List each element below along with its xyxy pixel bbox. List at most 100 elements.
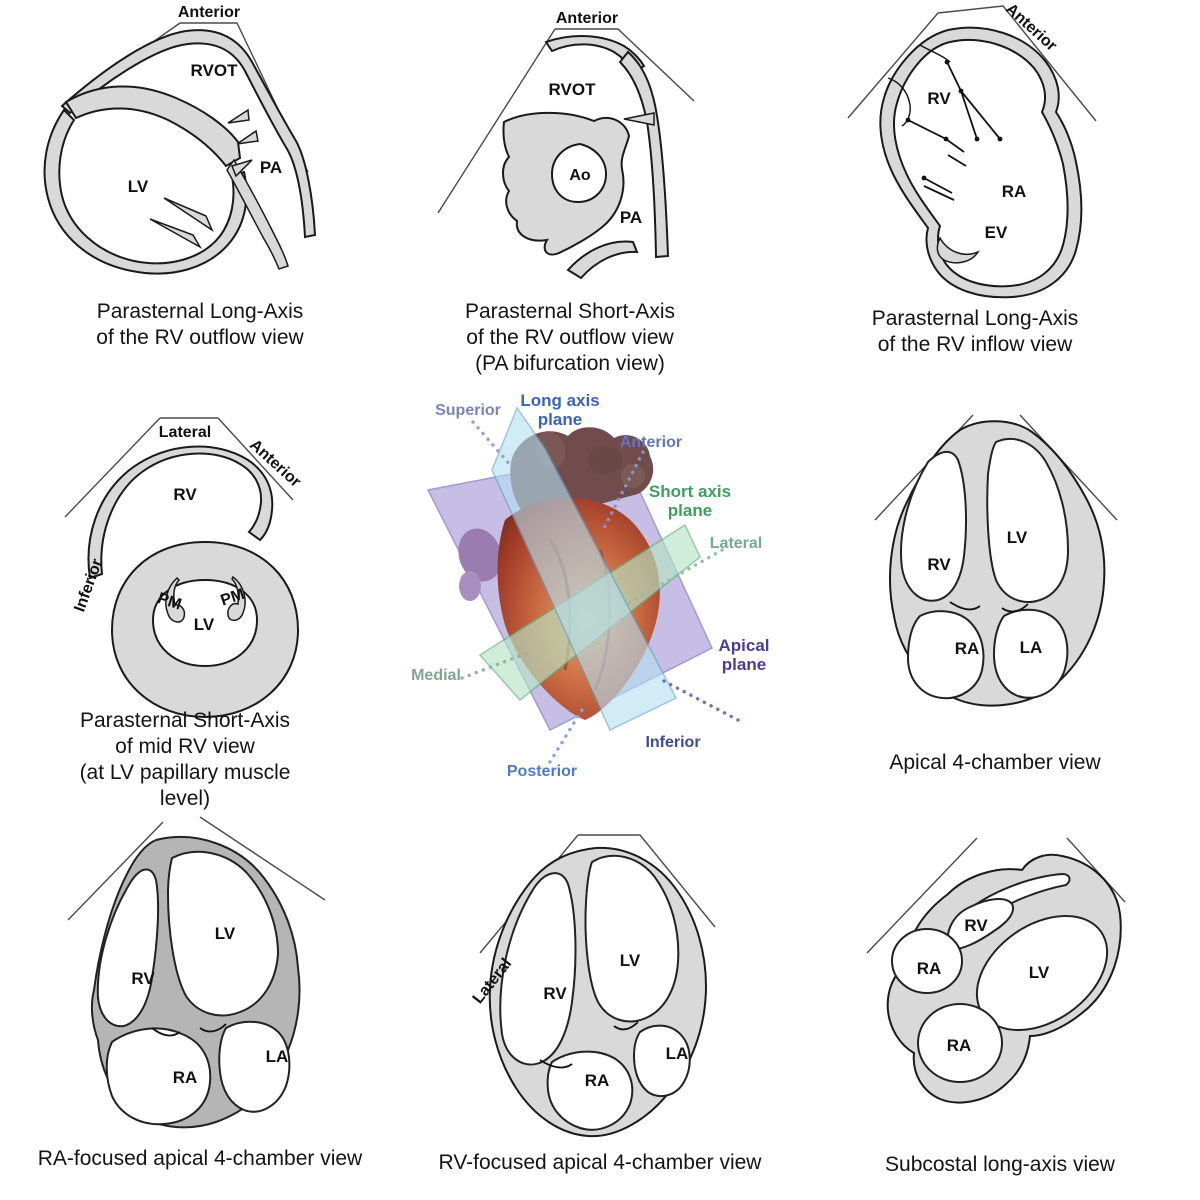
caption-apical-4ch: Apical 4-chamber view: [800, 750, 1190, 776]
axis-dotted-lines: [460, 420, 740, 764]
panel-heart-planes-3d: Superior Long axis plane Anterior Short …: [411, 391, 769, 780]
tricuspid-valve: [949, 601, 981, 611]
rv-cavity: [900, 451, 967, 602]
caption-subcostal-lax: Subcostal long-axis view: [800, 1152, 1200, 1178]
la-cavity: [632, 1024, 691, 1098]
chamber-label-pa: PA: [260, 158, 282, 177]
pa-inner-wall: [226, 158, 289, 270]
mitral-valve: [199, 1023, 227, 1033]
caption-line: RA-focused apical 4-chamber view: [37, 1147, 363, 1170]
tricuspid-valve: [151, 1027, 181, 1037]
label-pm-left: PM: [155, 590, 183, 614]
tricuspid-nodes: [905, 59, 1003, 181]
chamber-label-rvot: RVOT: [191, 61, 239, 80]
chamber-label-ra-upper: RA: [917, 959, 942, 978]
chamber-label-pa: PA: [620, 208, 642, 227]
caption-line: Parasternal Short-Axis: [464, 300, 676, 323]
rv-cavity: [499, 872, 577, 1066]
rv-anterior-wall: [60, 29, 317, 239]
rv-ra-outer-wall: [879, 26, 1083, 299]
caption-line: level): [159, 787, 211, 810]
la-cavity: [218, 1020, 291, 1113]
plane-label-long-axis-1: Long axis: [520, 391, 599, 410]
long-axis-plane: [491, 406, 678, 732]
orientation-label-lateral: Lateral: [159, 424, 211, 441]
sector-line: [160, 417, 294, 501]
la-cavity: [992, 608, 1069, 699]
plane-label-apical-1: Apical: [718, 636, 769, 655]
mitral-valve: [1001, 603, 1029, 613]
pa-bifurcation-branch: [566, 240, 639, 280]
lv-cavity: [166, 850, 280, 1017]
lv-outer-wall: [43, 108, 248, 275]
label-pm-right: PM: [219, 586, 247, 610]
tricuspid-valve: [539, 1059, 573, 1069]
septum-band: [64, 85, 242, 168]
direction-label-lateral: Lateral: [710, 535, 762, 552]
sector-line: [64, 417, 161, 518]
direction-label-medial: Medial: [411, 667, 461, 684]
orientation-label: Anterior: [178, 4, 240, 21]
sector-line: [937, 5, 1097, 122]
rv-free-wall-band: [618, 50, 670, 259]
pulmonic-valve-leaflet: [236, 129, 259, 145]
sector-line: [1019, 414, 1118, 521]
caption-line: (PA bifurcation view): [475, 352, 665, 375]
lv-cavity: [986, 437, 1070, 603]
chamber-label-ra-lower: RA: [947, 1036, 972, 1055]
caption-line: Parasternal Long-Axis: [96, 300, 304, 323]
caption-line: of mid RV view: [115, 735, 255, 758]
chamber-label-rv: RV: [131, 969, 155, 988]
panel-ra-focused-4ch: RV LV RA LA: [67, 816, 326, 1129]
chamber-label-ra: RA: [1002, 182, 1027, 201]
ra-cavity: [105, 1027, 212, 1126]
caption-line: of the RV outflow view: [96, 326, 304, 349]
mitral-valve: [613, 1021, 639, 1031]
panel-psax-mid-rv: Lateral Anterior Inferior RV PM PM LV: [64, 417, 304, 719]
chamber-label-rv: RV: [173, 485, 197, 504]
caption-line: Parasternal Long-Axis: [871, 307, 1079, 330]
sector-line: [199, 816, 326, 901]
rv-free-wall-band: [87, 445, 274, 580]
caption-line: Apical 4-chamber view: [889, 751, 1101, 774]
plane-label-short-axis-2: plane: [668, 501, 712, 520]
chamber-label-rv: RV: [927, 89, 951, 108]
sector-line: [578, 834, 716, 928]
direction-label-inferior: Inferior: [645, 734, 700, 751]
papillary-muscle-right: [227, 575, 246, 622]
rv-cavity: [946, 898, 1014, 951]
caption-line: of the RV outflow view: [466, 326, 674, 349]
chamber-label-la: LA: [666, 1044, 689, 1063]
rv-cavity: [96, 868, 160, 1028]
ra-upper-cavity: [891, 928, 963, 994]
chamber-label-rvot: RVOT: [549, 80, 597, 99]
eustachian-valve: [936, 236, 980, 264]
chamber-label-lv: LV: [215, 924, 236, 943]
sector-line: [866, 837, 978, 954]
chamber-label-rv: RV: [927, 555, 951, 574]
papillary-muscle-left: [165, 576, 186, 623]
caption-rv-focused-4ch: RV-focused apical 4-chamber view: [400, 1150, 800, 1176]
sector-line: [1066, 837, 1126, 903]
panel-apical-4ch: RV LV RA LA: [874, 414, 1118, 707]
caption-line: of the RV inflow view: [877, 333, 1073, 356]
panel-plax-rv-inflow: Anterior RV RA EV: [847, 1, 1097, 299]
lv-myocardium-ring: [110, 540, 300, 719]
tricuspid-apparatus: [907, 61, 1001, 201]
ra-cavity: [546, 1050, 634, 1131]
caption-line: Subcostal long-axis view: [885, 1153, 1115, 1176]
chamber-label-lv: LV: [128, 177, 149, 196]
caption-psax-rv-outflow: Parasternal Short-Axis of the RV outflow…: [405, 299, 735, 377]
caption-line: RV-focused apical 4-chamber view: [438, 1151, 762, 1174]
orientation-label: Anterior: [556, 10, 618, 27]
direction-label-superior: Superior: [435, 402, 501, 419]
lv-cavity: [584, 854, 680, 1023]
chamber-label-lv: LV: [194, 615, 215, 634]
panel-psax-rv-outflow: Anterior RVOT Ao PA: [437, 10, 695, 280]
chamber-label-lv: LV: [620, 951, 641, 970]
sector-line: [555, 28, 695, 102]
sector-line: [67, 821, 164, 921]
direction-label-anterior: Anterior: [620, 434, 682, 451]
chamber-label-ao: Ao: [569, 167, 591, 184]
